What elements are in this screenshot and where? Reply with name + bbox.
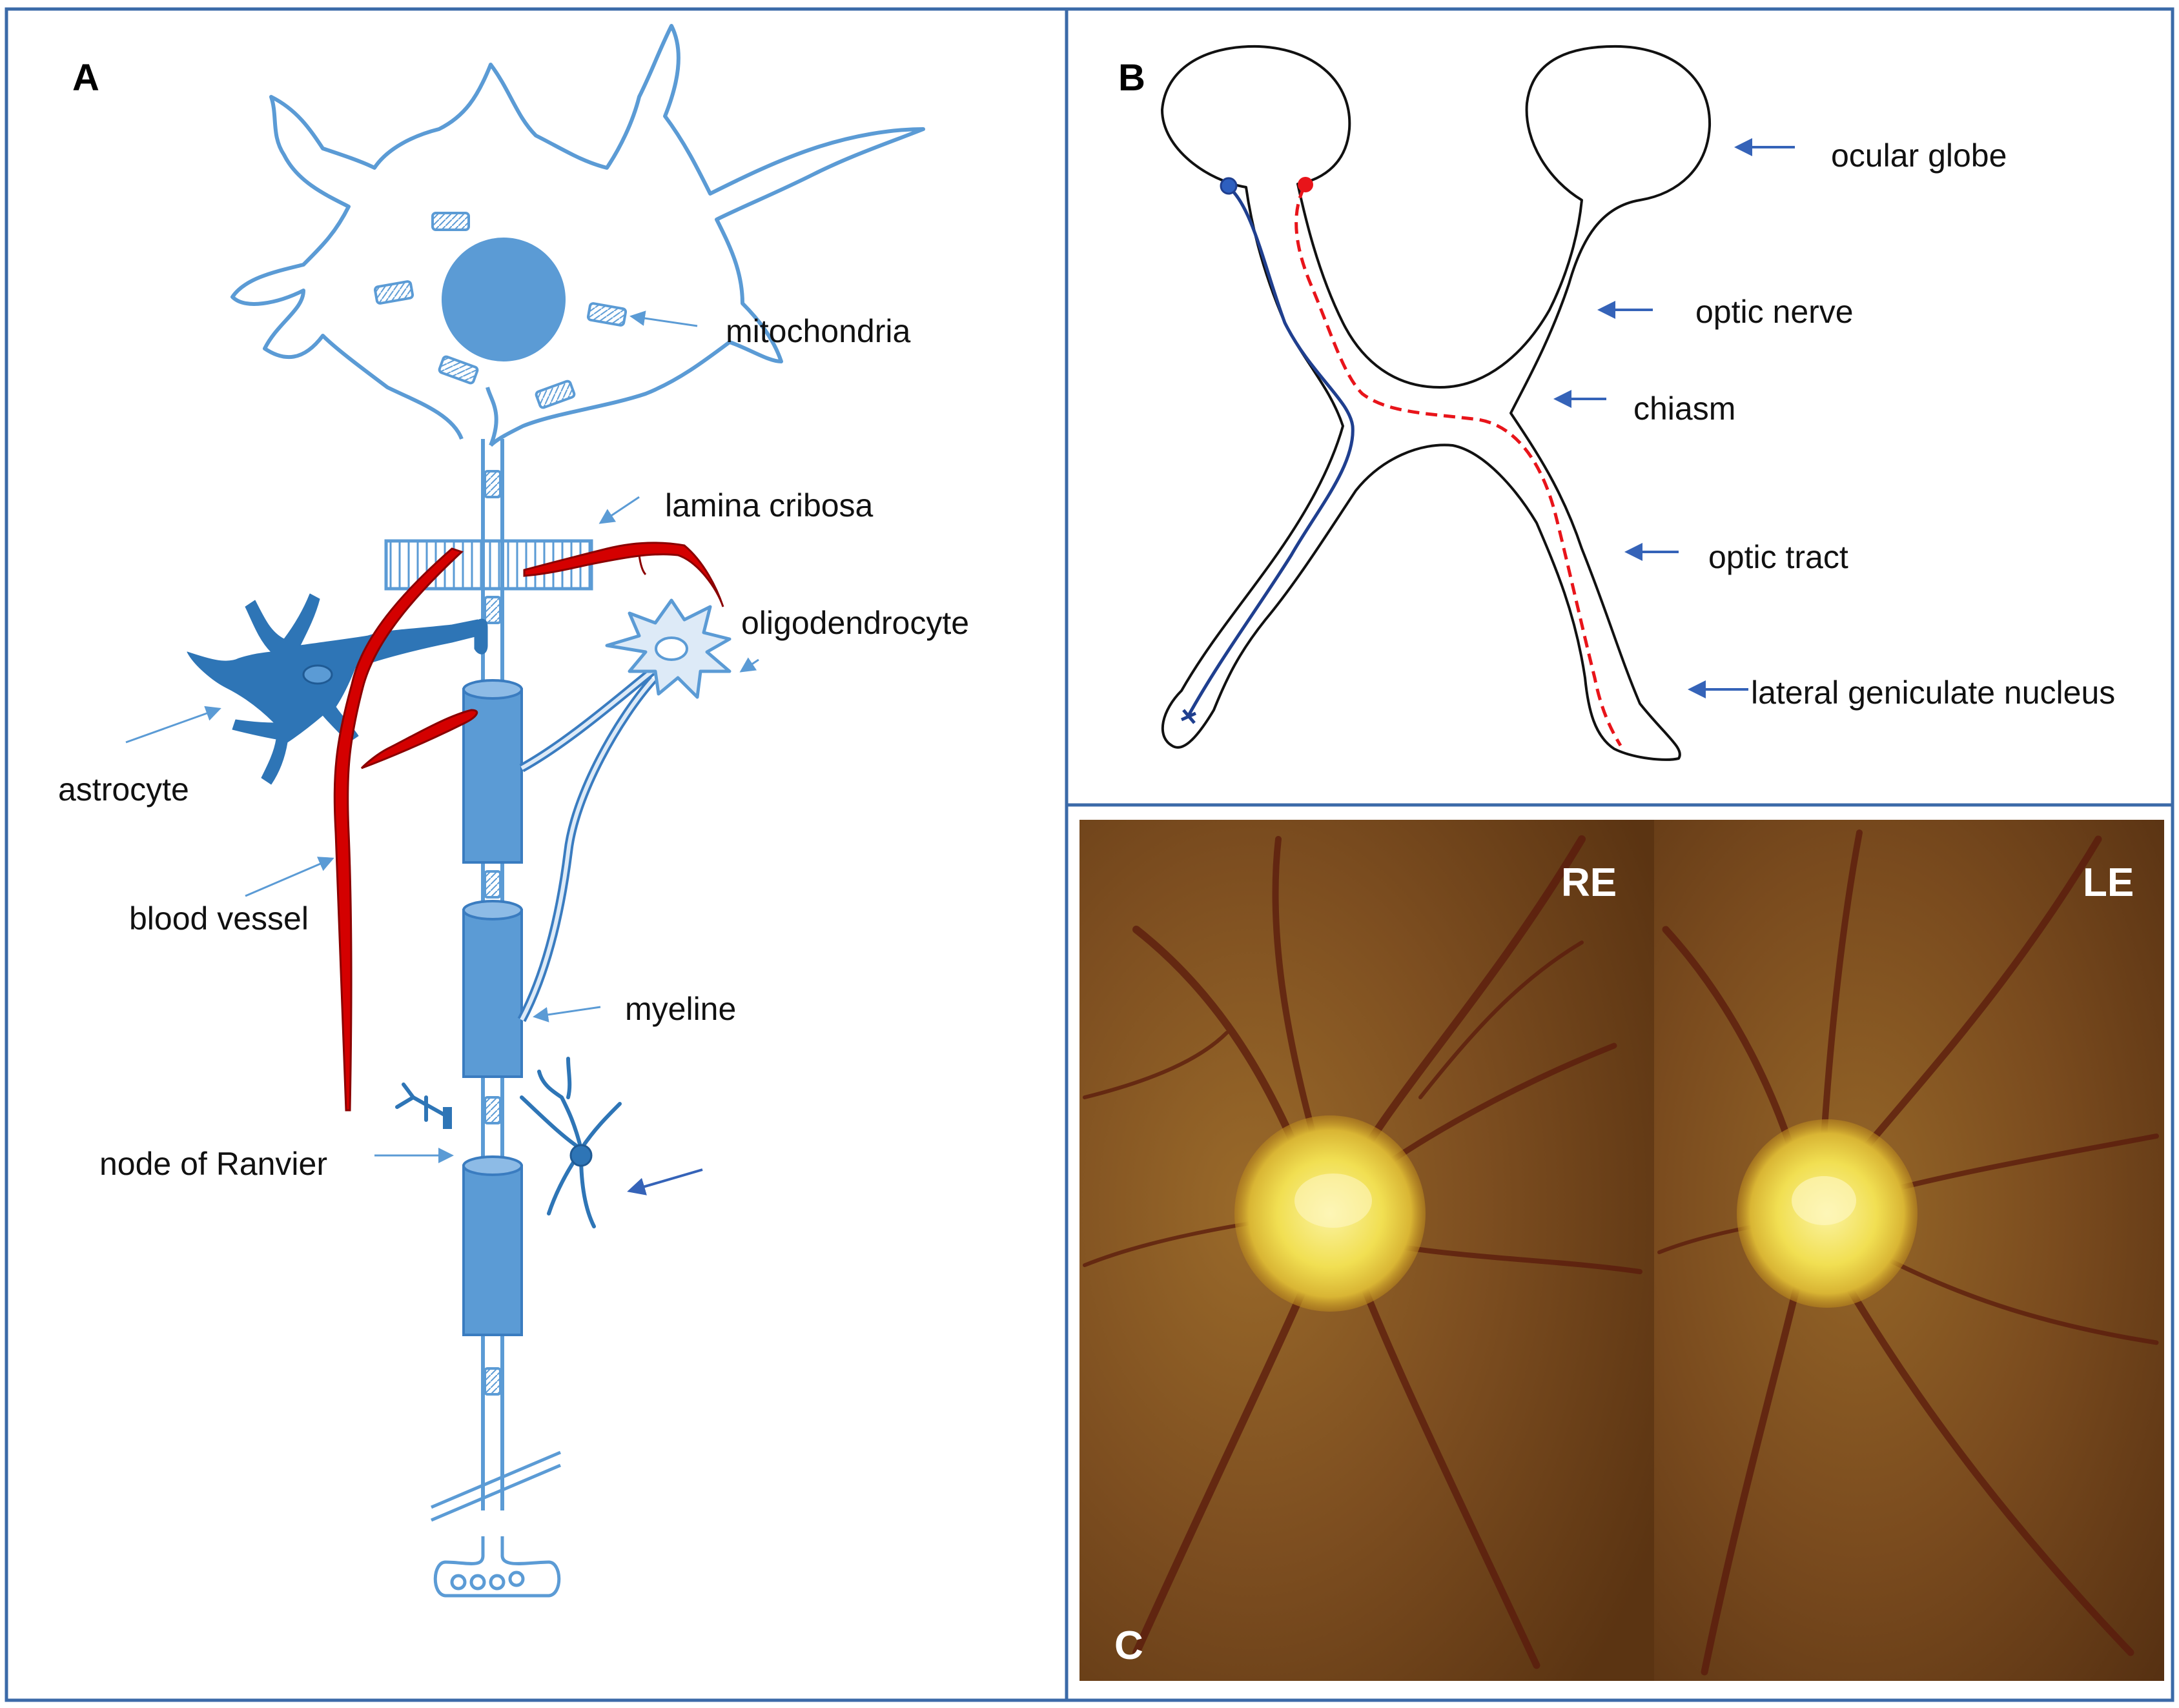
myelin-segment-top <box>462 900 523 920</box>
fundus-right-eye: RE C <box>1079 820 1654 1681</box>
panel-a: A <box>58 24 969 1598</box>
mitochondrion <box>373 280 414 305</box>
crossed-fiber-origin <box>1298 177 1313 192</box>
uncrossed-fiber-origin <box>1220 177 1238 195</box>
astrocyte-label: astrocyte <box>58 771 189 808</box>
mitochondrion <box>586 302 628 327</box>
small-astrocyte-arrow <box>627 1168 703 1195</box>
panel-a-letter: A <box>72 57 99 99</box>
myelin-segment-top <box>462 1155 523 1176</box>
panel-frames <box>5 7 2174 1702</box>
neuron-soma <box>230 24 925 447</box>
myelin-segment <box>462 1164 523 1336</box>
lamina-label: lamina cribosa <box>665 487 874 524</box>
mitochondria-label: mitochondria <box>726 313 910 349</box>
oligodendrocyte <box>517 598 731 1022</box>
panel-a-annotations: mitochondria lamina cribosa oligodendroc… <box>58 310 969 1195</box>
optic-tract-label: optic tract <box>1708 539 1848 575</box>
blood-vessel <box>333 542 724 1112</box>
synaptic-vesicle <box>450 1574 467 1591</box>
mitochondrion <box>484 870 502 899</box>
panel-b-annotations: ocular globe optic nerve chiasm optic tr… <box>1553 137 2115 711</box>
mitochondrion <box>484 1096 502 1124</box>
ocular-globe-label: ocular globe <box>1831 137 2007 174</box>
myeline-arrow <box>533 1006 601 1022</box>
mitochondrion <box>484 470 502 498</box>
blood-vessel-arrow <box>245 857 334 897</box>
oligodendrocyte-label: oligodendrocyte <box>741 605 969 641</box>
mitochondrion <box>484 1367 502 1396</box>
mitochondrion <box>438 355 479 385</box>
panel-b-letter: B <box>1118 57 1145 99</box>
panel-c: RE C LE <box>1079 820 2164 1681</box>
synaptic-vesicle <box>469 1574 486 1591</box>
chiasm-label: chiasm <box>1633 391 1735 427</box>
mitochondrion <box>484 596 502 624</box>
neuron-nucleus <box>442 238 566 361</box>
optic-nerve-label: optic nerve <box>1695 294 1854 330</box>
blood-vessel-label: blood vessel <box>129 900 309 937</box>
axon-terminal <box>431 1450 561 1598</box>
mitochondria-arrow <box>629 310 698 327</box>
lamina-arrow <box>598 496 640 524</box>
visual-pathway-outline <box>1161 45 1712 761</box>
mitochondria-group <box>373 212 628 1396</box>
fundus-left-eye: LE <box>1654 820 2164 1681</box>
myelin-sheaths <box>462 679 523 1336</box>
oligodendrocyte-arrow <box>739 657 759 673</box>
right-eye-label: RE <box>1561 860 1617 905</box>
myelin-segment-top <box>462 679 523 700</box>
panel-c-letter: C <box>1114 1623 1143 1668</box>
myeline-label: myeline <box>625 991 736 1027</box>
astrocyte-small <box>395 1057 622 1228</box>
lgn-label: lateral geniculate nucleus <box>1751 675 2115 711</box>
mitochondrion <box>535 380 576 409</box>
mitochondrion <box>431 212 470 231</box>
astrocyte-arrow <box>125 706 221 744</box>
myelin-segment <box>462 909 523 1078</box>
synaptic-vesicle <box>508 1571 525 1587</box>
node-label: node of Ranvier <box>99 1146 327 1182</box>
left-eye-label: LE <box>2083 860 2134 905</box>
panel-b: B ocular globe optic nerve chiasm optic … <box>1118 45 2115 761</box>
astrocyte <box>187 593 488 785</box>
crossed-fiber <box>1294 177 1622 747</box>
uncrossed-fiber <box>1180 177 1355 724</box>
synaptic-vesicle <box>489 1574 506 1591</box>
